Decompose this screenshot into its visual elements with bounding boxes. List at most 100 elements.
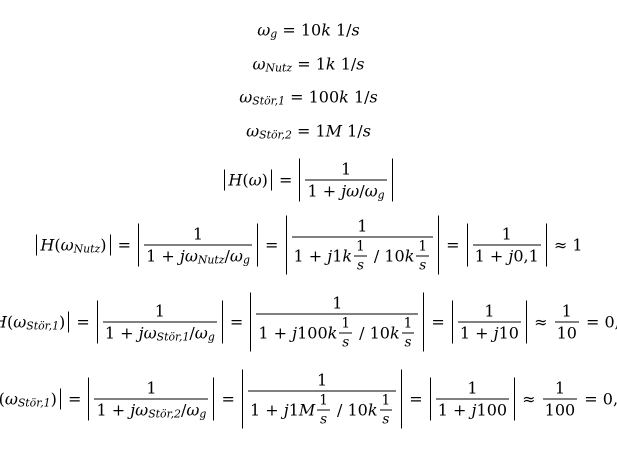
numerator: 1 [315,371,329,391]
math-variable: ω [13,312,27,332]
math-variable: s [362,121,371,141]
math-variable: jω [341,181,360,201]
math-text: 100 [297,323,328,343]
math-text: / [359,181,365,201]
math-subscript: g [199,407,207,421]
math-text: = [112,235,137,255]
math-variable: s [320,411,328,428]
math-variable: s [351,20,360,40]
math-text: 1 [467,378,478,398]
denominator: s [416,255,430,274]
math-text: = [404,389,428,409]
math-variable: j [292,323,298,343]
math-variable: ω [229,246,243,266]
math-variable: k [367,400,378,420]
numerator: 1 [355,217,369,237]
math-text: 1 + [293,246,328,266]
math-text: / [180,400,187,420]
numerator: 1 [330,294,344,314]
numerator: 1 [465,379,479,399]
numerator: 1 [339,160,353,180]
math-text: 1 [288,400,299,420]
math-text: 1/ [330,20,352,40]
math-text: 1 [192,224,204,244]
math-variable: j [327,246,333,266]
math-text: ( [0,390,5,409]
math-text: ≈ [517,389,541,409]
math-text: 100 [544,400,576,420]
numerator: 1 [402,316,415,333]
math-variable: ω [248,170,262,190]
math-subscript: g [242,253,250,267]
math-text: 1 [381,392,391,409]
math-subscript: Nutz [73,242,101,256]
math-text: = [62,389,87,409]
denominator: 100 [542,398,578,420]
math-variable: ω [252,54,266,74]
math-variable: j [493,323,499,343]
math-variable: jω [179,246,198,266]
math-variable: H [228,170,243,190]
math-variable: k [325,54,336,74]
math-variable: ω [60,235,74,255]
numerator: 1 [317,393,330,410]
numerator: 1 [500,225,514,245]
math-text: = 0,1 [586,312,617,332]
math-variable: j [508,246,514,266]
math-subscript: Stör,1 [156,330,190,344]
math-variable: H [40,235,55,255]
math-text: 1 [341,315,351,332]
math-text: 1 [319,392,328,409]
math-variable: jω [138,323,157,343]
math-text: 10 [556,323,577,343]
math-variable: s [382,411,390,428]
math-text: 1 [501,224,512,244]
math-text: ≈ [528,312,553,332]
math-variable: M [325,121,343,141]
math-text: = 0,01 [584,389,617,409]
numerator: 1 [416,239,429,256]
math-variable: k [327,323,338,343]
math-variable: ω [4,389,18,409]
math-variable: j [283,400,289,420]
math-text: = [426,312,450,332]
math-text: 1 [554,378,565,398]
math-text: 1 + [104,323,139,343]
math-variable: j [471,400,477,420]
math-variable: s [419,257,427,274]
math-text: = 10 [277,20,322,40]
math-text: = [216,389,240,409]
math-variable: s [369,87,378,107]
math-text: 1 [484,301,495,321]
numerator: 1 [191,225,205,245]
math-variable: s [342,334,350,351]
math-variable: k [321,20,331,40]
math-text: 1 [146,378,157,398]
